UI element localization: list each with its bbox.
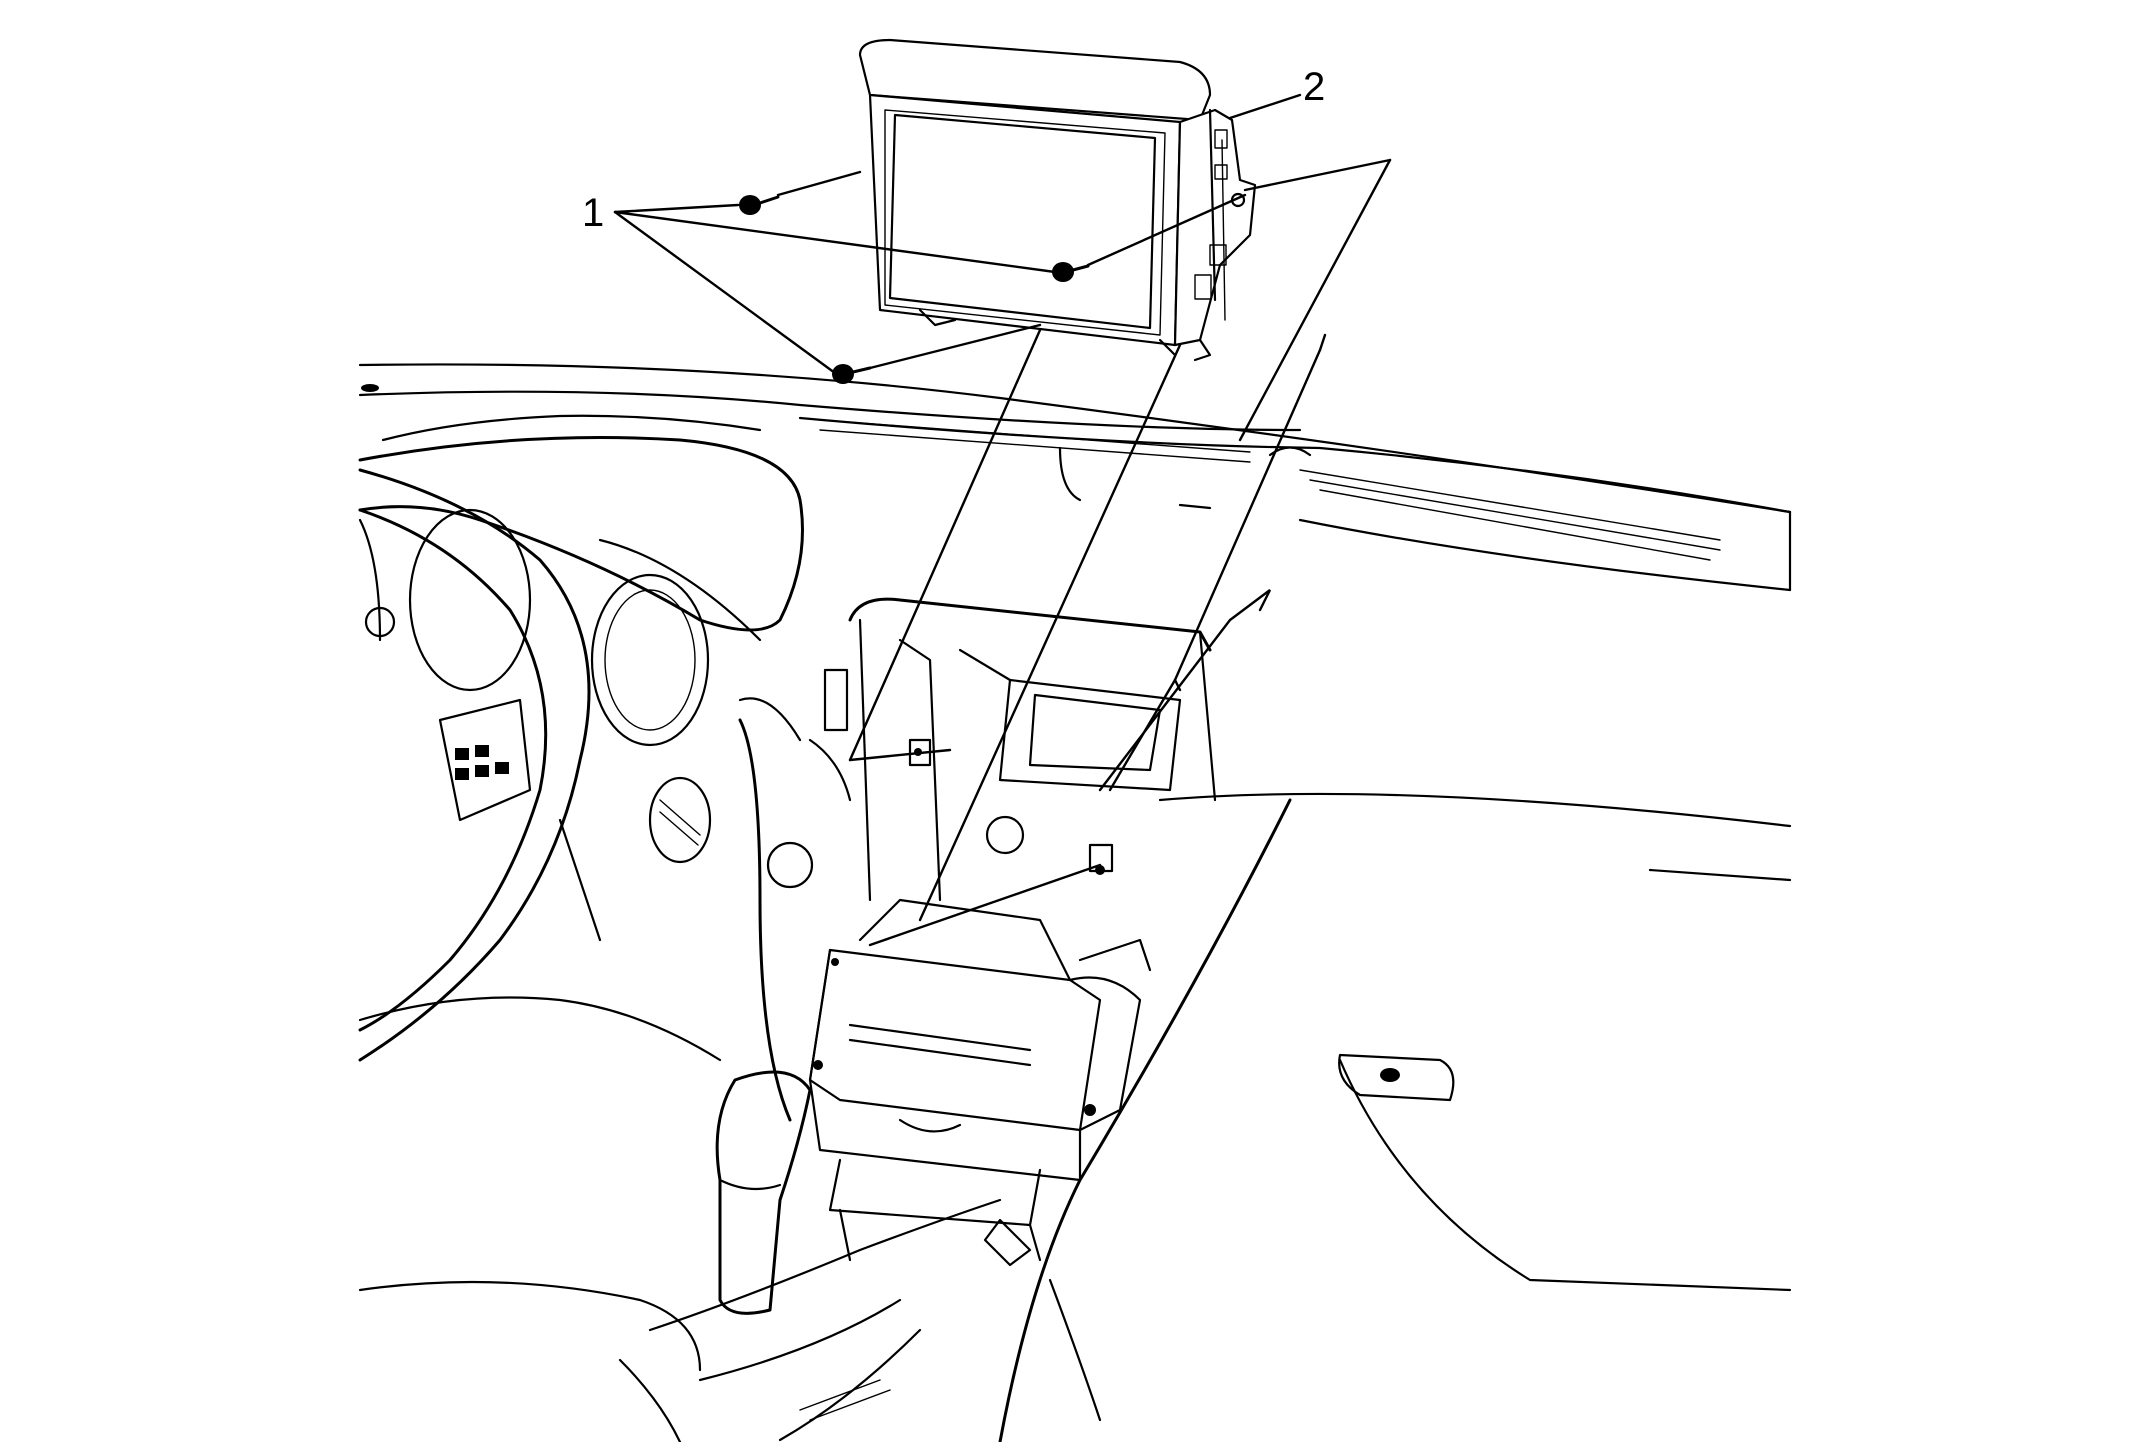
radio-opening: [766, 597, 1217, 902]
callout-leaders: [613, 93, 1302, 375]
display-module: [858, 38, 1257, 362]
radio-chassis: [808, 898, 1152, 1262]
screw-icon: [1052, 262, 1090, 282]
alignment-lines: [776, 158, 1392, 947]
screw-icon: [739, 195, 780, 215]
instrument-panel: [358, 363, 1792, 1442]
screw-icon: [832, 364, 872, 384]
screws: [739, 195, 1090, 384]
callout-2-label: 2: [1303, 65, 1325, 109]
callout-1-label: 1: [582, 191, 604, 235]
